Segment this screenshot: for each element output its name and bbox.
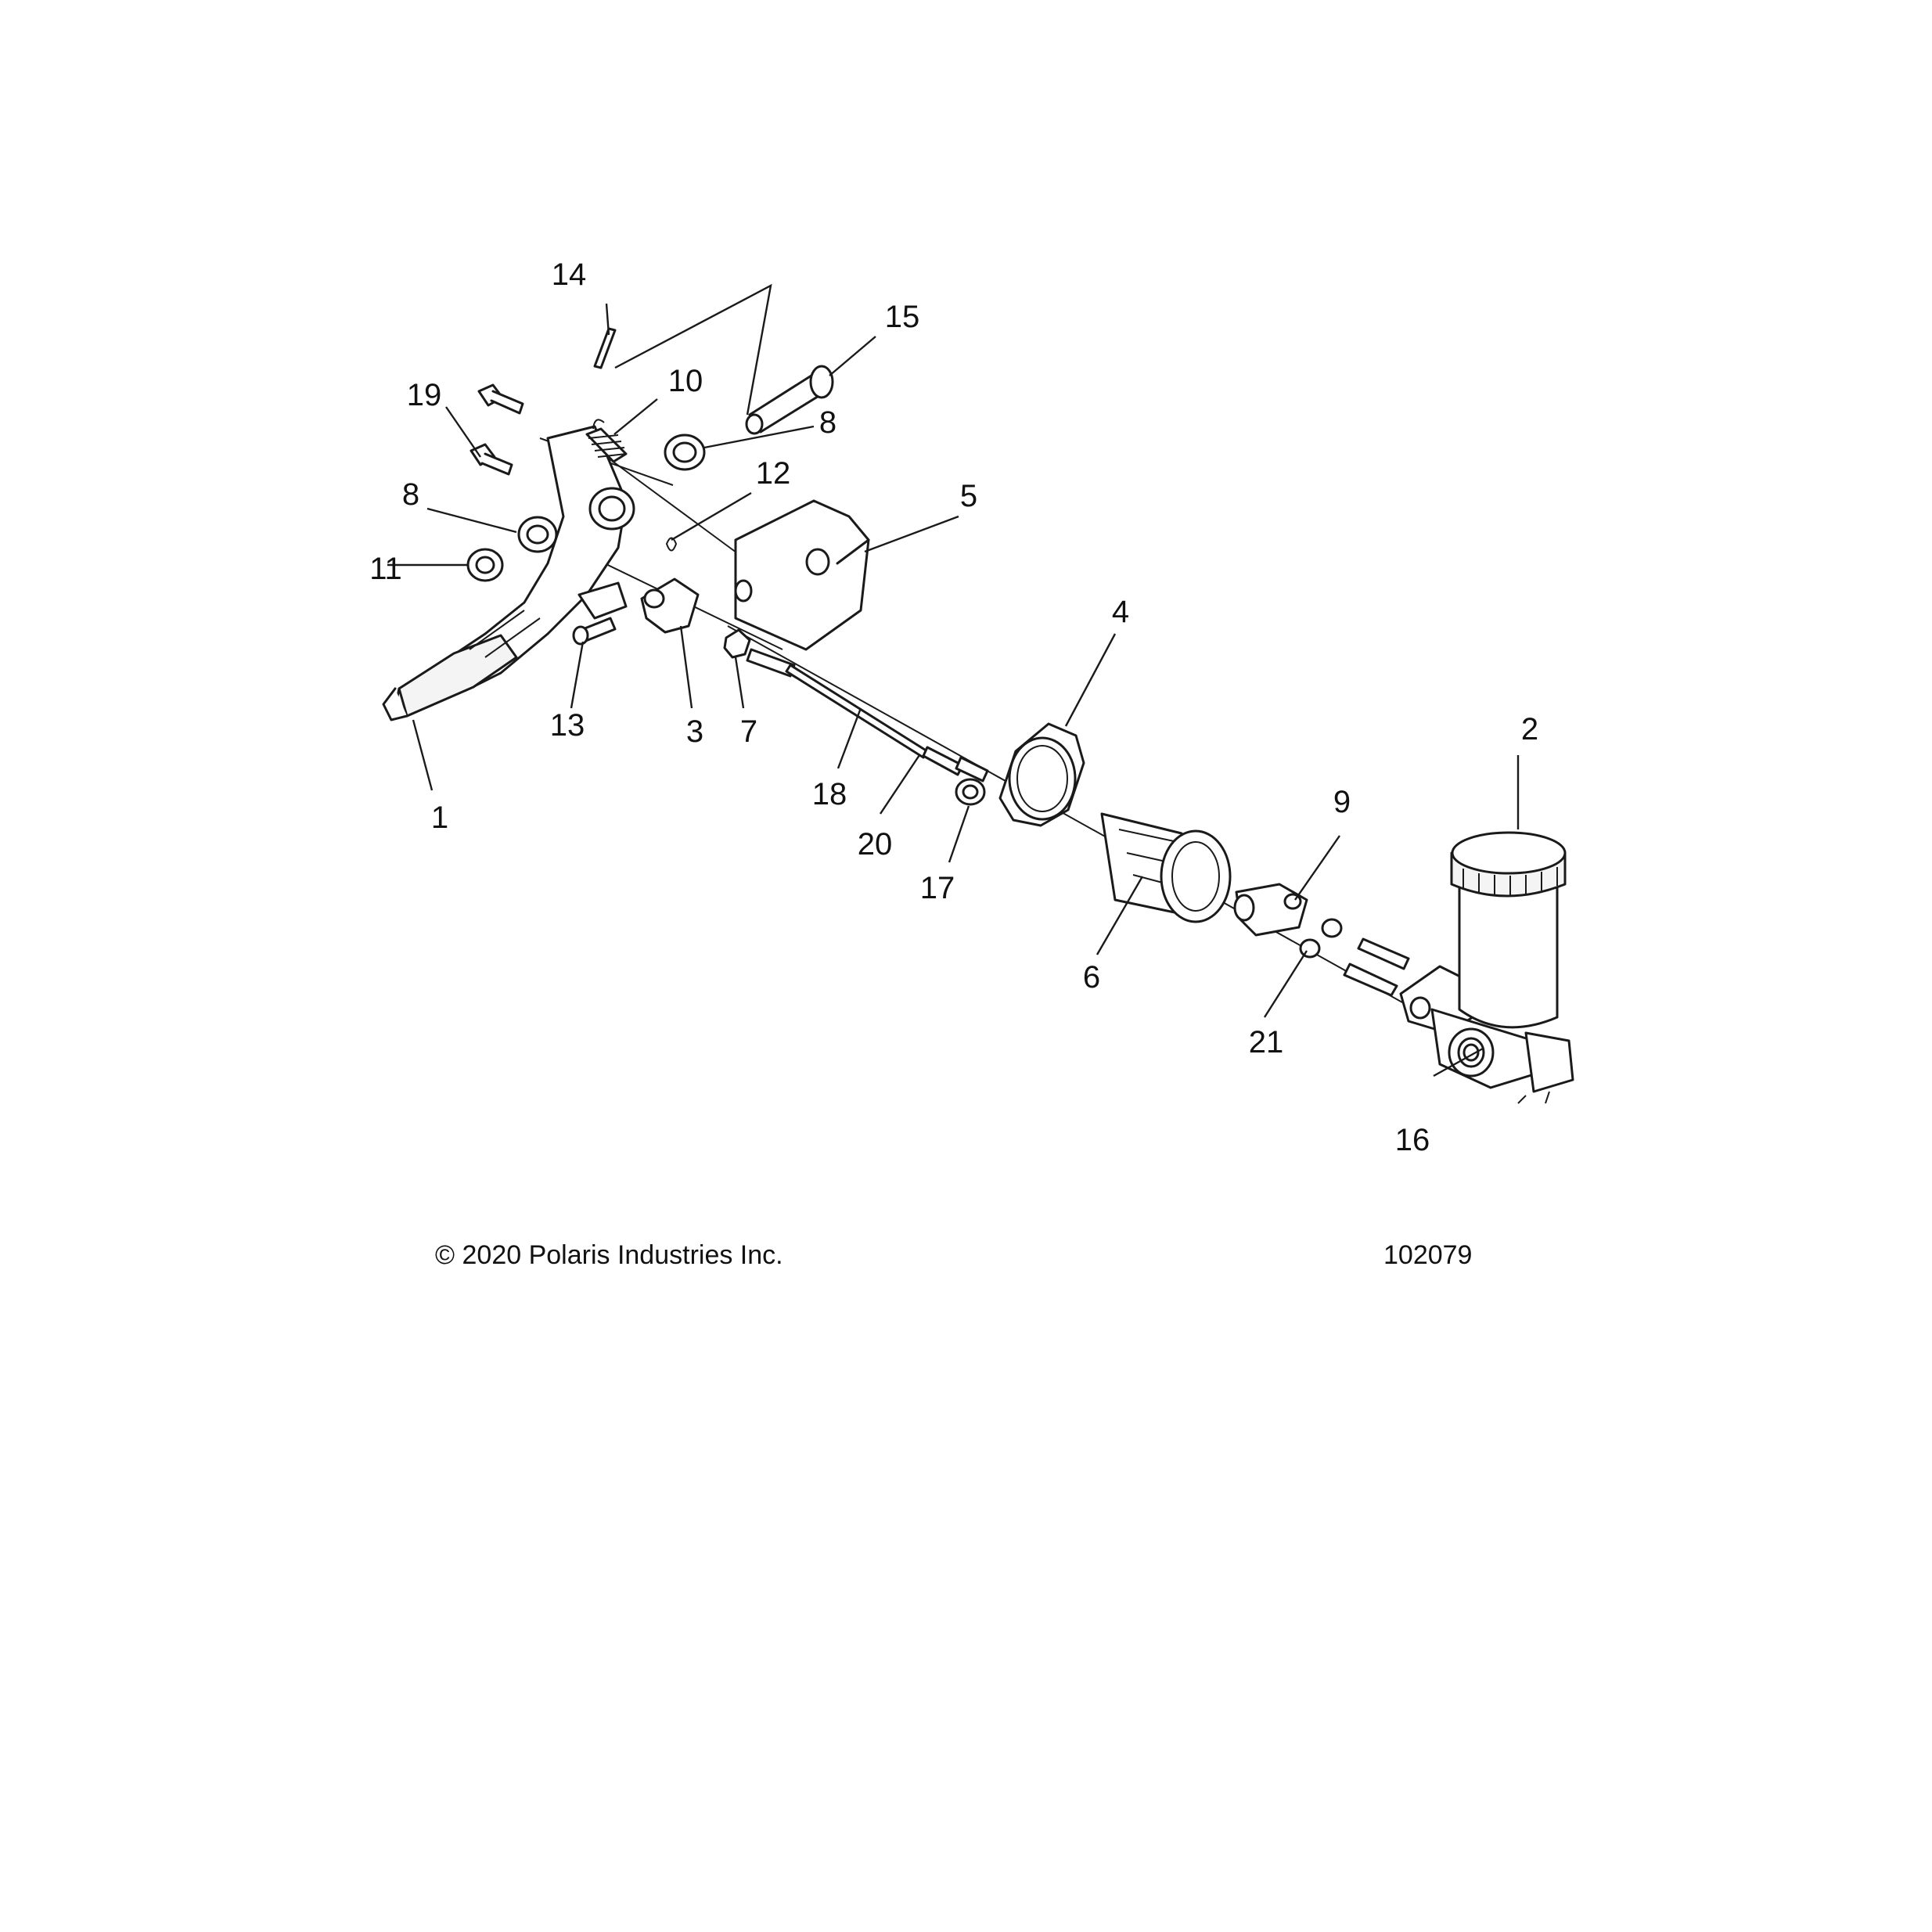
callout-13: 13 <box>550 708 585 743</box>
callout-10: 10 <box>668 364 703 398</box>
part-master-cylinder <box>1399 831 1574 1104</box>
callout-3: 3 <box>686 714 703 749</box>
callout-16: 16 <box>1395 1123 1430 1157</box>
callout-6: 6 <box>1083 960 1100 995</box>
callout-5: 5 <box>960 479 977 513</box>
callout-19: 19 <box>407 378 442 412</box>
part-pedal-arm <box>382 425 628 721</box>
part-rod-bushings <box>1299 918 1410 997</box>
part-washers <box>466 434 706 582</box>
callout-20: 20 <box>858 827 893 862</box>
callout-15: 15 <box>885 300 920 334</box>
part-bolts <box>470 383 524 476</box>
callout-11: 11 <box>369 552 402 586</box>
callout-21: 21 <box>1249 1025 1284 1060</box>
callout-7: 7 <box>740 714 757 749</box>
figure-number: 102079 <box>1383 1240 1472 1270</box>
callout-8-right: 8 <box>819 405 836 440</box>
part-pivot-pin <box>745 365 834 435</box>
callout-17: 17 <box>920 871 955 905</box>
part-lock-nut <box>955 778 986 806</box>
callout-1: 1 <box>431 801 448 835</box>
assembly-axis-lines <box>539 437 1472 1042</box>
part-small-hardware <box>572 537 751 659</box>
part-gasket-flange <box>998 722 1085 827</box>
part-mounting-bracket <box>734 499 870 651</box>
callout-labels: 1 2 3 4 5 6 7 8 8 9 10 11 12 13 14 15 16… <box>369 257 1538 1157</box>
callout-4: 4 <box>1112 595 1129 629</box>
copyright-notice: © 2020 Polaris Industries Inc. <box>435 1240 783 1270</box>
callout-8-left: 8 <box>402 477 419 512</box>
part-cotter-pin <box>593 327 617 369</box>
callout-9: 9 <box>1333 785 1351 819</box>
part-rod-end <box>1233 883 1308 937</box>
callout-12: 12 <box>756 456 791 491</box>
part-push-rod <box>746 648 989 783</box>
part-dust-boot <box>1100 812 1232 923</box>
callout-14: 14 <box>552 257 587 292</box>
callout-2: 2 <box>1521 712 1538 747</box>
callout-18: 18 <box>812 777 847 811</box>
part-return-spring <box>585 419 628 463</box>
leader-lines <box>387 283 1520 1078</box>
